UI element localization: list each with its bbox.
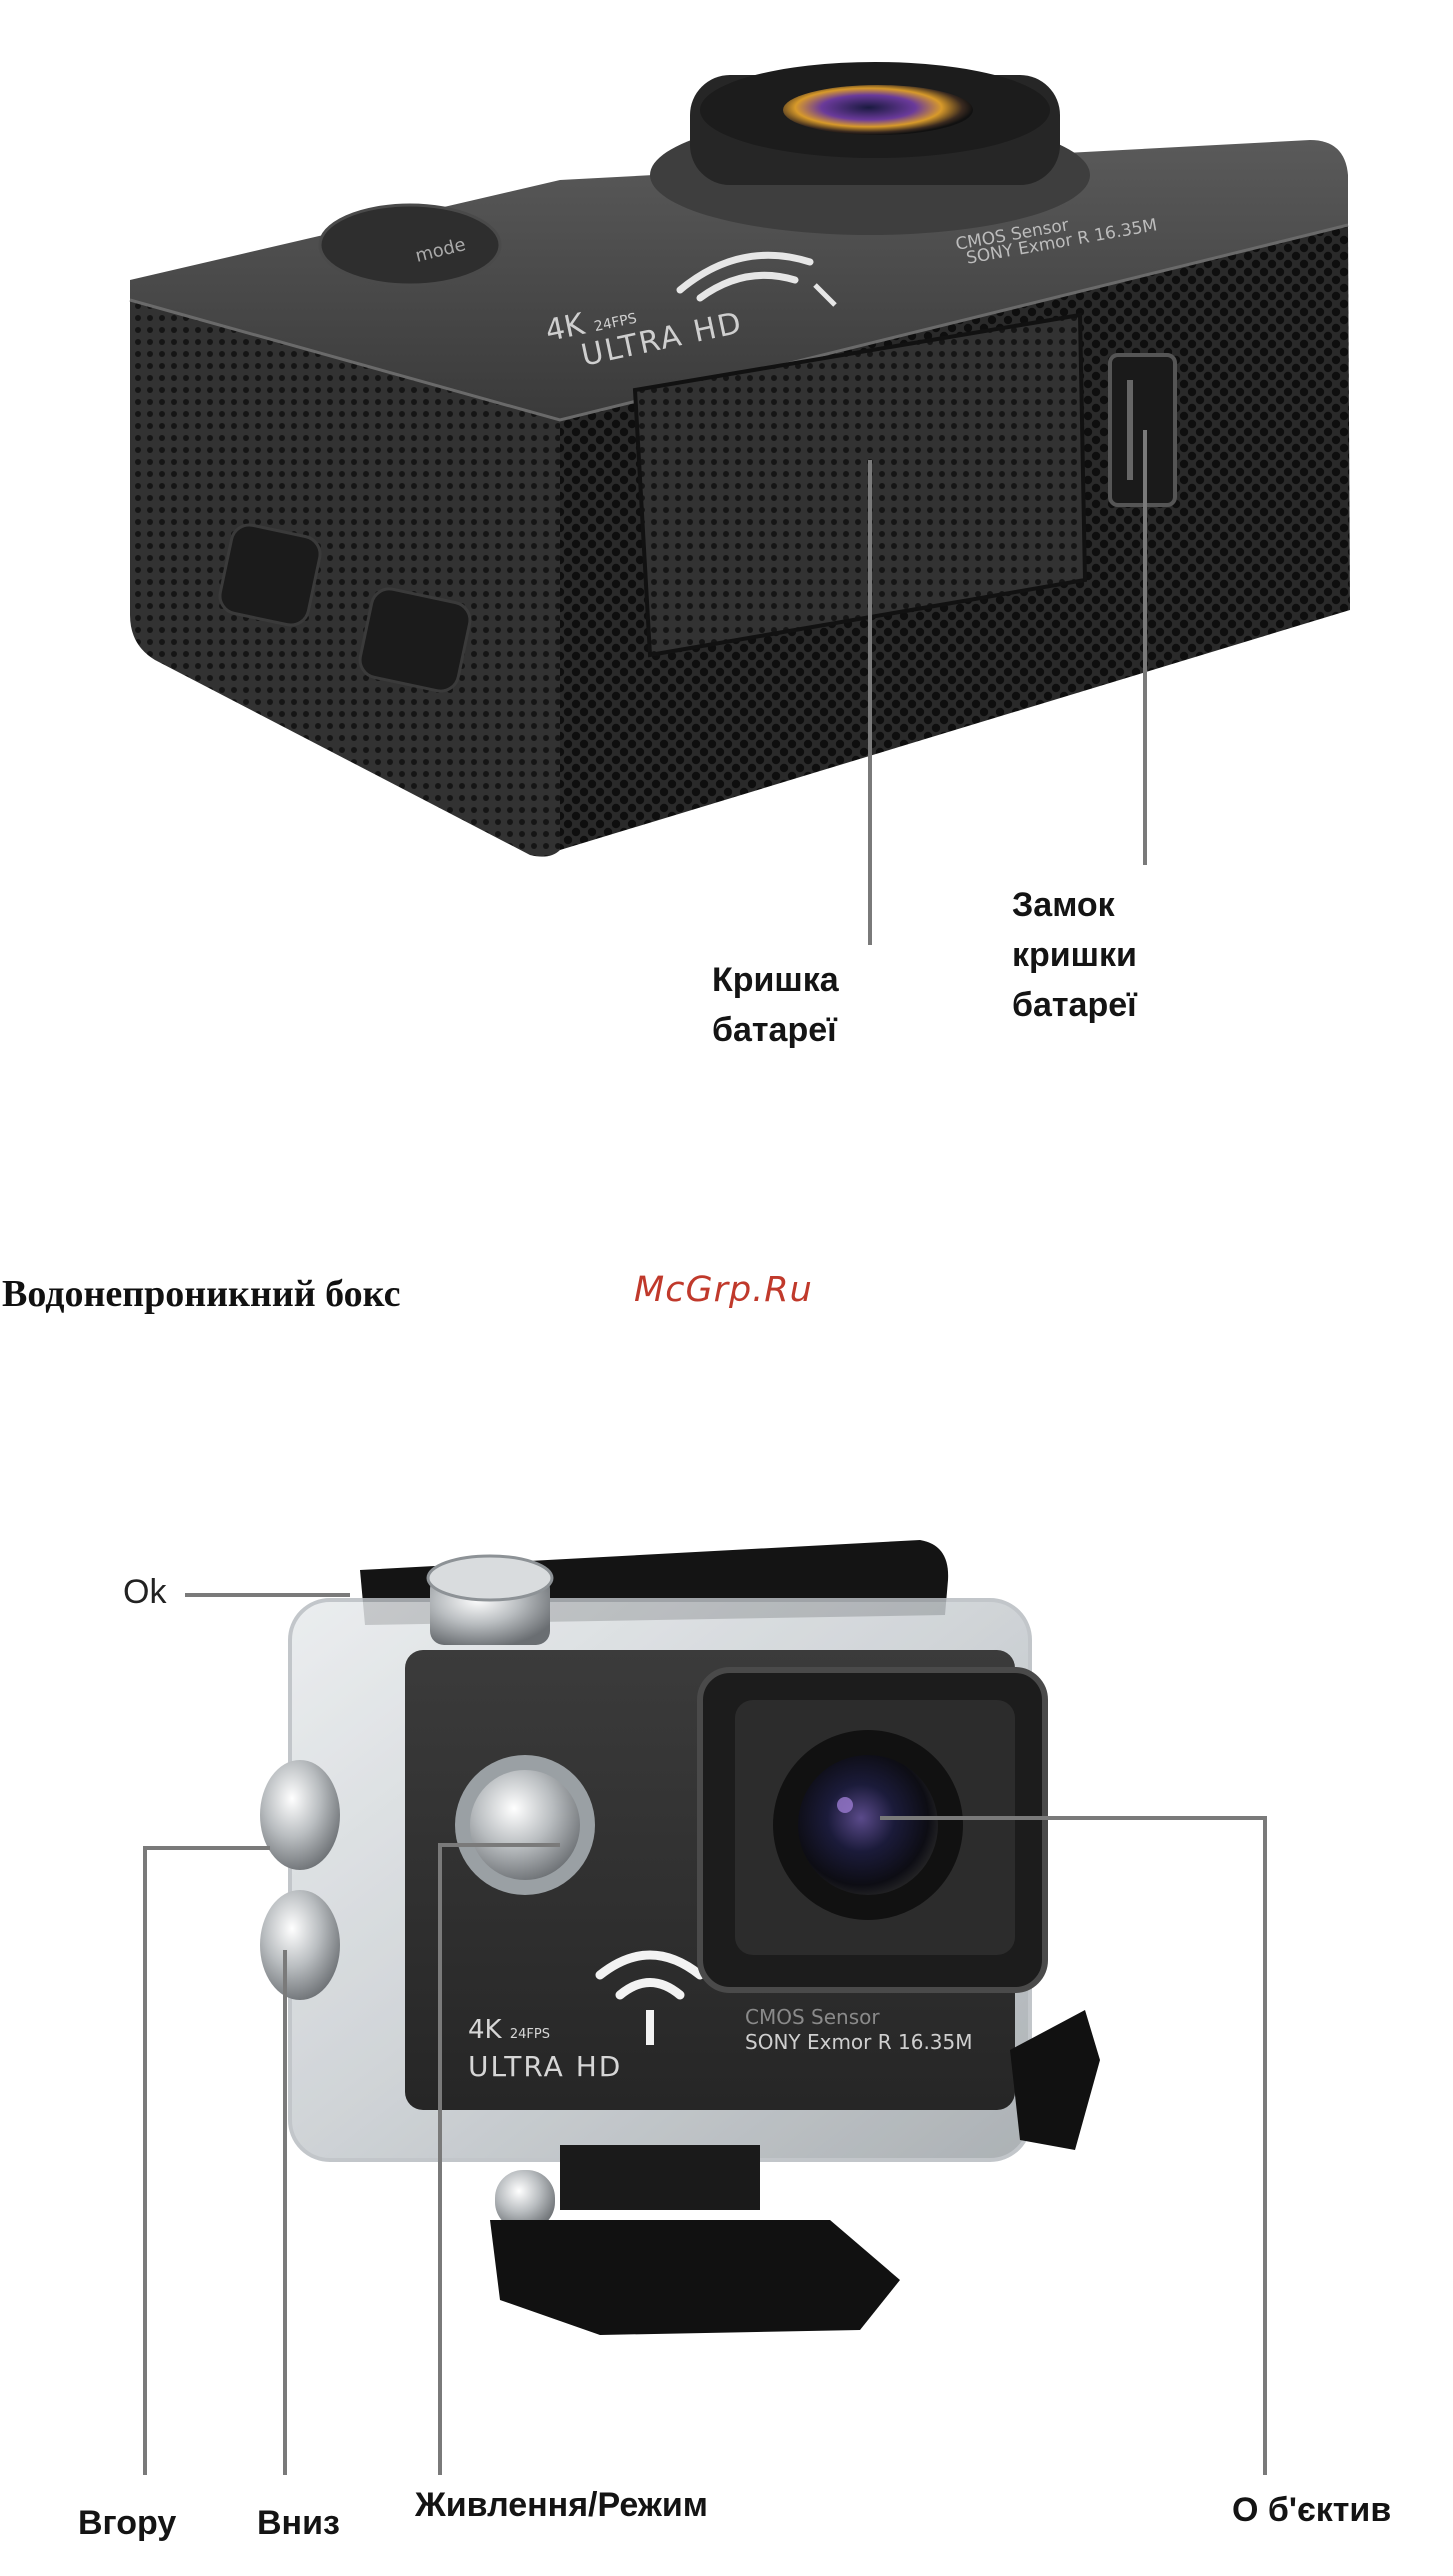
bottom-print-ultra: ULTRA HD: [468, 2050, 622, 2083]
bottom-print-sensor-2: SONY Exmor R 16.35M: [745, 2030, 973, 2054]
lens-label: О б'єктив: [1232, 2485, 1391, 2535]
power-mode-label: Живлення/Режим: [415, 2480, 708, 2530]
bottom-print-sensor-1: CMOS Sensor: [745, 2005, 880, 2029]
bottom-print-fps: 24FPS: [510, 2027, 550, 2042]
up-label: Вгору: [78, 2498, 176, 2548]
down-label: Вниз: [257, 2498, 340, 2548]
ok-label: Ok: [123, 1573, 166, 1612]
bottom-print-res: 4K: [468, 2015, 502, 2045]
up-callout-line: [145, 1848, 270, 2475]
bottom-print-4k: 4K 24FPS: [468, 2015, 550, 2045]
